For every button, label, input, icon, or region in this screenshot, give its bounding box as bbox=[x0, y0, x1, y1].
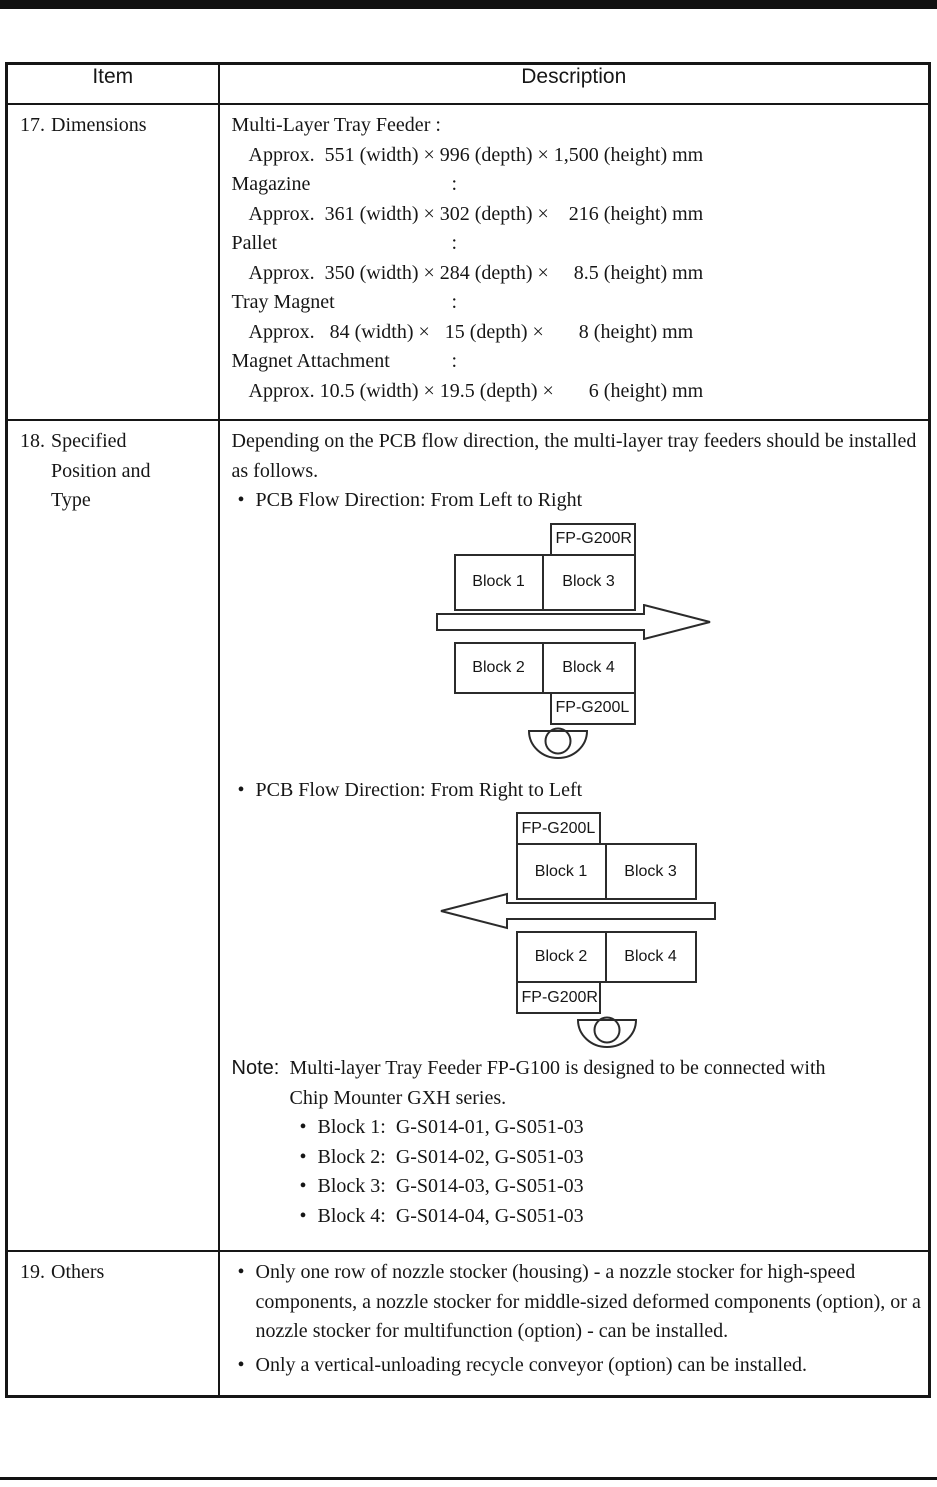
dimension-line: Multi-Layer Tray Feeder : bbox=[232, 111, 919, 141]
dimension-label: Multi-Layer Tray Feeder bbox=[231, 114, 431, 136]
dimension-line: Magazine: bbox=[232, 170, 919, 200]
description-cell-17: Multi-Layer Tray Feeder : Approx. 551 (w… bbox=[217, 103, 931, 421]
intro-paragraph: Depending on the PCB flow direction, the… bbox=[231, 430, 917, 482]
flow-direction-bullet: PCB Flow Direction: From Left to Right bbox=[232, 486, 919, 516]
dimension-label: Pallet bbox=[231, 232, 278, 254]
specification-table: Item Description 17. Dimensions Multi-La… bbox=[5, 62, 931, 1398]
item-number: 17. bbox=[20, 114, 45, 136]
note-line: Chip Mounter GXH series. bbox=[289, 1086, 507, 1109]
dimension-value: Approx. 84 (width) × 15 (depth) × 8 (hei… bbox=[248, 320, 694, 343]
item-cell-18: 18. Specified Position and Type bbox=[5, 419, 220, 1252]
block-2-box: Block 2 bbox=[515, 931, 607, 983]
table-row: 17. Dimensions Multi-Layer Tray Feeder :… bbox=[5, 103, 931, 421]
block-4-box: Block 4 bbox=[541, 641, 636, 694]
dimension-line: Pallet: bbox=[232, 229, 919, 259]
description-cell-18: Depending on the PCB flow direction, the… bbox=[217, 419, 931, 1252]
dimension-colon: : bbox=[451, 232, 458, 254]
block-3-box: Block 3 bbox=[541, 553, 636, 611]
table-row: 18. Specified Position and Type Dependin… bbox=[5, 419, 931, 1252]
page-bottom-rule bbox=[0, 1477, 937, 1480]
block-1-box: Block 1 bbox=[453, 553, 544, 611]
operator-icon bbox=[527, 727, 588, 759]
item-cell-19: 19. Others bbox=[5, 1250, 220, 1398]
block-1-box: Block 1 bbox=[515, 843, 607, 900]
item-cell-17: 17. Dimensions bbox=[5, 103, 220, 421]
dimension-value: Approx. 551 (width) × 996 (depth) × 1,50… bbox=[248, 143, 704, 166]
dimension-value: Approx. 10.5 (width) × 19.5 (depth) × 6 … bbox=[248, 379, 704, 402]
diagram-left-to-right: FP-G200R Block 1 Block 3 Block 2 Block 4… bbox=[232, 516, 919, 761]
diagram-right-to-left: FP-G200L Block 1 Block 3 Block 2 Block 4… bbox=[232, 805, 919, 1050]
feeder-label-box: FP-G200L bbox=[515, 812, 601, 845]
page-top-rule bbox=[0, 0, 937, 9]
note-bullet-block-2: Block 2: G-S014-02, G-S051-03 bbox=[300, 1143, 919, 1173]
dimension-label: Tray Magnet bbox=[231, 291, 335, 313]
note-line: Multi-layer Tray Feeder FP-G100 is desig… bbox=[289, 1057, 826, 1079]
block-4-box: Block 4 bbox=[604, 931, 697, 983]
flow-direction-bullet: PCB Flow Direction: From Right to Left bbox=[232, 776, 919, 806]
dimension-line: Magnet Attachment: bbox=[232, 347, 919, 377]
item-number: 18. bbox=[20, 430, 45, 452]
note-bullet-block-1: Block 1: G-S014-01, G-S051-03 bbox=[300, 1113, 919, 1143]
flow-arrow-left-icon bbox=[440, 892, 716, 930]
block-3-box: Block 3 bbox=[604, 843, 697, 900]
dimension-label: Magazine bbox=[231, 173, 311, 195]
item-title: Specified Position and Type bbox=[51, 430, 151, 511]
note-label: Note: bbox=[231, 1057, 280, 1079]
flow-arrow-right-icon bbox=[435, 603, 710, 640]
feeder-label-box: FP-G200R bbox=[549, 522, 636, 556]
description-column-header: Description bbox=[217, 62, 931, 105]
operator-icon bbox=[576, 1016, 637, 1048]
item-title: Others bbox=[51, 1261, 105, 1283]
item-title: Dimensions bbox=[51, 114, 147, 136]
note-text: Multi-layer Tray Feeder FP-G100 is desig… bbox=[290, 1054, 826, 1113]
dimension-colon: : bbox=[435, 114, 441, 136]
note-bullet-block-3: Block 3: G-S014-03, G-S051-03 bbox=[300, 1172, 919, 1202]
item-column-header: Item bbox=[5, 62, 220, 105]
description-cell-19: Only one row of nozzle stocker (housing)… bbox=[217, 1250, 931, 1398]
dimension-value: Approx. 350 (width) × 284 (depth) × 8.5 … bbox=[248, 261, 704, 284]
others-bullet: Only one row of nozzle stocker (housing)… bbox=[232, 1258, 937, 1347]
dimension-colon: : bbox=[451, 350, 458, 372]
dimension-colon: : bbox=[451, 291, 458, 313]
item-number: 19. bbox=[20, 1261, 45, 1283]
note-bullet-block-4: Block 4: G-S014-04, G-S051-03 bbox=[300, 1202, 919, 1232]
table-row: 19. Others Only one row of nozzle stocke… bbox=[5, 1250, 931, 1398]
note-block: Note: Multi-layer Tray Feeder FP-G100 is… bbox=[232, 1054, 919, 1113]
dimension-label: Magnet Attachment bbox=[231, 350, 390, 372]
block-2-box: Block 2 bbox=[453, 641, 544, 694]
table-header-row: Item Description bbox=[5, 62, 931, 105]
feeder-label-box: FP-G200L bbox=[549, 691, 636, 725]
dimension-line: Tray Magnet: bbox=[232, 288, 919, 318]
others-bullet: Only a vertical-unloading recycle convey… bbox=[232, 1351, 937, 1381]
feeder-label-box: FP-G200R bbox=[515, 981, 601, 1014]
dimension-colon: : bbox=[451, 173, 458, 195]
dimension-value: Approx. 361 (width) × 302 (depth) × 216 … bbox=[248, 202, 704, 225]
